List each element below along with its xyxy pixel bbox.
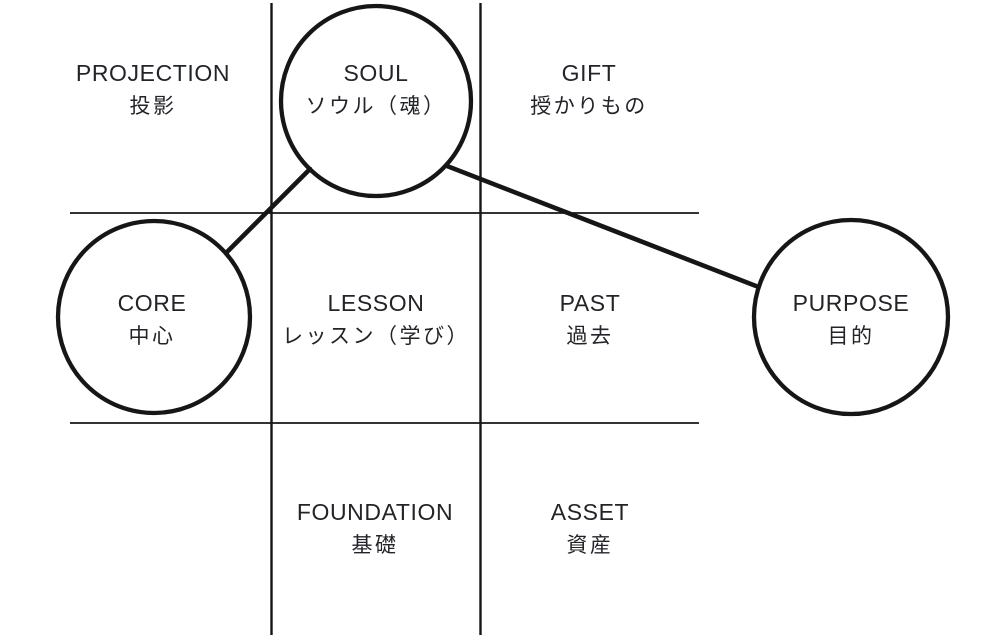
- cell-past: PAST 過去: [560, 287, 621, 353]
- cell-lesson-label-en: LESSON: [327, 290, 425, 316]
- cell-past-label-ja: 過去: [566, 324, 614, 348]
- cell-gift-label-ja: 授かりもの: [530, 94, 648, 118]
- cell-purpose: PURPOSE 目的: [793, 287, 910, 353]
- cell-soul-label-ja: ソウル（魂）: [305, 94, 447, 118]
- cell-core-label-ja: 中心: [128, 324, 176, 348]
- core-circle: [55, 218, 253, 416]
- soul-purpose-connector-line: [444, 163, 759, 289]
- soul-circle: [278, 3, 474, 199]
- cell-projection: PROJECTION 投影: [76, 57, 230, 123]
- cell-asset-label-ja: 資産: [566, 533, 614, 557]
- cell-foundation-label-ja: 基礎: [351, 533, 399, 557]
- purpose-circle: [751, 217, 951, 417]
- cell-soul-label-en: SOUL: [343, 60, 409, 86]
- cell-soul: SOUL ソウル（魂）: [306, 57, 447, 123]
- cell-past-label-en: PAST: [559, 290, 621, 316]
- cell-lesson: LESSON レッスン（学び）: [282, 287, 470, 353]
- cell-lesson-label-ja: レッスン（学び）: [282, 324, 470, 348]
- cell-gift-label-en: GIFT: [561, 60, 617, 86]
- cell-projection-label-en: PROJECTION: [75, 60, 231, 86]
- cell-core-label-en: CORE: [117, 290, 187, 316]
- cell-foundation: FOUNDATION 基礎: [297, 496, 453, 562]
- cell-core: CORE 中心: [118, 287, 187, 353]
- cell-asset: ASSET 資産: [551, 496, 629, 562]
- cell-asset-label-en: ASSET: [550, 499, 630, 525]
- cell-purpose-label-en: PURPOSE: [792, 290, 910, 316]
- cell-projection-label-ja: 投影: [129, 94, 177, 118]
- cell-purpose-label-ja: 目的: [827, 324, 875, 348]
- cell-gift: GIFT 授かりもの: [530, 57, 648, 123]
- soul-core-connector-line: [224, 166, 313, 255]
- cell-foundation-label-en: FOUNDATION: [296, 499, 454, 525]
